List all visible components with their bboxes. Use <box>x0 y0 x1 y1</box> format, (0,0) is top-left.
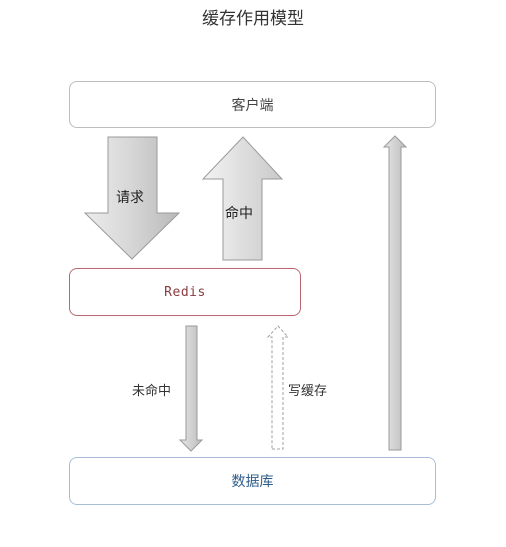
miss-label: 未命中 <box>132 384 172 399</box>
redis-node: Redis <box>69 268 301 316</box>
miss-arrow <box>178 325 204 452</box>
db-to-client-arrow <box>382 135 408 451</box>
client-node: 客户端 <box>69 81 436 128</box>
hit-arrow <box>201 136 284 261</box>
diagram-title: 缓存作用模型 <box>202 9 304 29</box>
redis-label: Redis <box>164 284 206 300</box>
request-arrow <box>83 136 181 260</box>
database-label: 数据库 <box>231 474 274 490</box>
write-cache-arrow <box>266 325 290 450</box>
request-label: 请求 <box>116 190 144 206</box>
write-cache-label: 写缓存 <box>288 384 328 399</box>
hit-label: 命中 <box>225 206 253 222</box>
database-node: 数据库 <box>69 457 436 505</box>
client-label: 客户端 <box>231 97 274 114</box>
